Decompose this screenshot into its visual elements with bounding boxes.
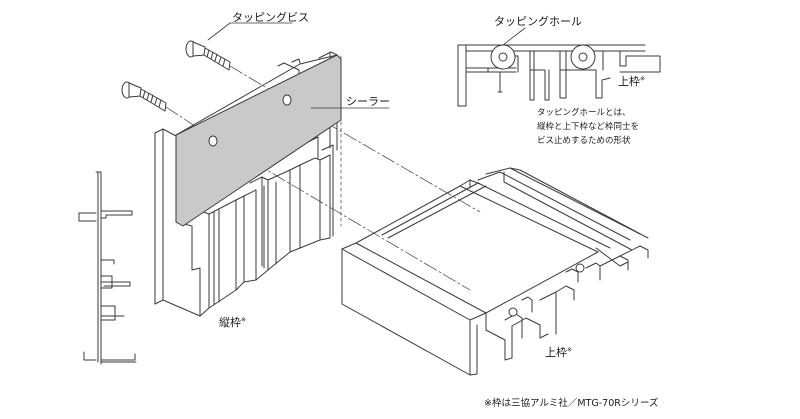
top-frame-iso [341,167,649,376]
vertical-frame-section [78,171,137,365]
tapping-hole-description: タッピングホールとは、 縦枠と上下枠など枠同士を ビス止めするための形状 [537,106,639,148]
screw-leader-line [207,22,293,41]
hole-leader-line [502,27,526,46]
sealer-label: シーラー [346,95,390,108]
vertical-frame-label: 縦枠※ [219,316,247,329]
top-frame-iso-label: 上枠※ [545,346,573,359]
description-line: ビス止めするための形状 [537,136,631,146]
tapping-screw-label: タッピングビス [232,11,309,24]
top-frame-section [457,44,661,107]
description-line: 縦枠と上下枠など枠同士を [537,122,640,132]
footnote: ※枠は三協アルミ社／MTG-70Rシリーズ [484,398,659,409]
tapping-screw-upper [185,40,231,71]
tapping-screw-lower [121,81,167,112]
sealer-plate [175,54,342,227]
description-line: タッピングホールとは、 [537,108,631,118]
top-frame-section-label: 上枠※ [618,75,646,88]
tapping-hole-label: タッピングホール [494,15,582,28]
